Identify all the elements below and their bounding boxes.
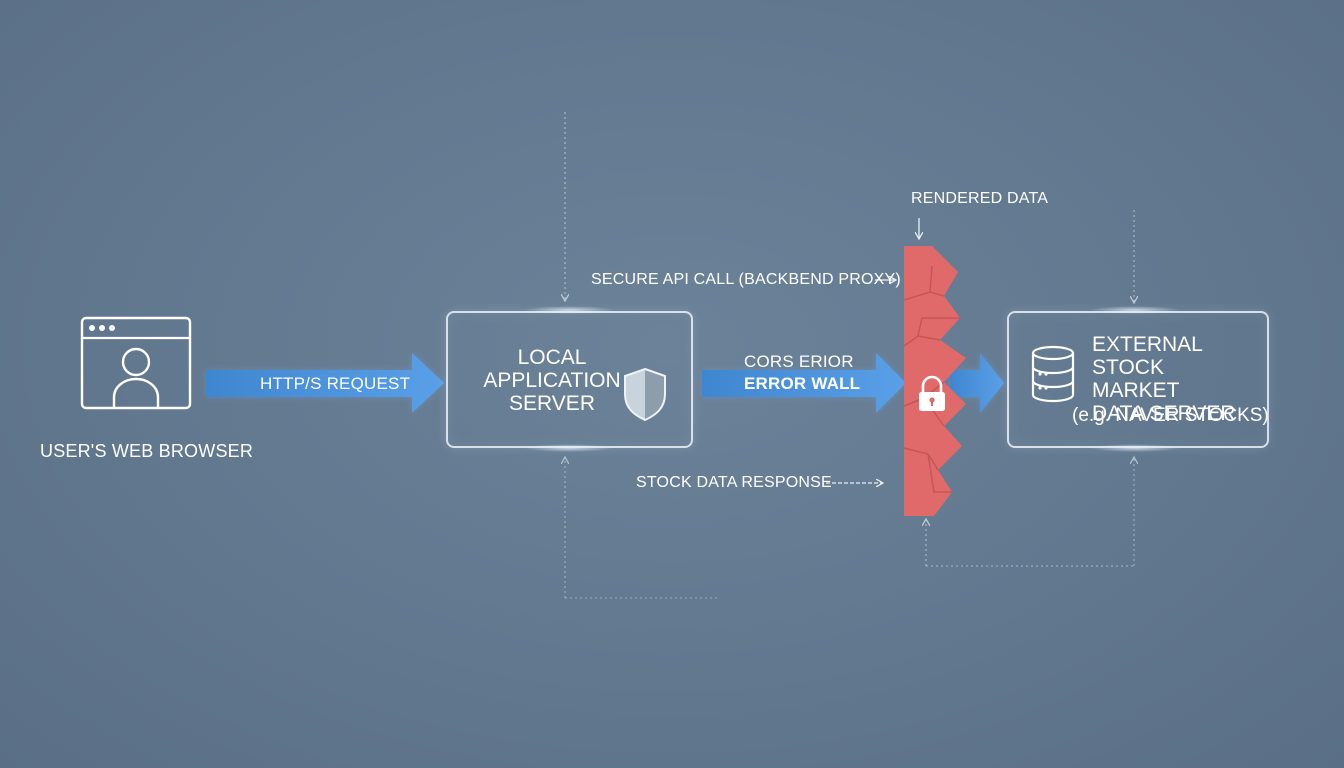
http-request-arrow	[206, 353, 444, 413]
external-server-bottom-glow	[1090, 444, 1180, 452]
browser-label: USER'S WEB BROWSER	[40, 441, 254, 461]
local-server-title-line-3: SERVER	[509, 392, 595, 415]
local-application-server-box	[446, 311, 693, 448]
external-server-title-line-1: EXTERNAL	[1092, 333, 1203, 356]
local-server-bottom-glow	[524, 444, 614, 452]
lock-icon	[919, 375, 945, 411]
external-server-title-line-2: STOCK MARKET	[1092, 356, 1180, 402]
cors-label-line-1: CORS ERIOR	[744, 352, 854, 371]
cors-arrow	[702, 353, 906, 413]
external-data-server-box	[1007, 311, 1269, 448]
cors-label-line-2: ERROR WALL	[744, 374, 861, 393]
external-server-title-line-3: DATA SERVER	[1092, 402, 1236, 425]
local-server-title-line-1: LOCAL	[517, 346, 587, 369]
local-server-title: LOCAL APPLICATION SERVER	[482, 346, 622, 415]
external-server-title: EXTERNAL STOCK MARKET DATA SERVER	[1092, 333, 1252, 425]
rendered-data-label: RENDERED DATA	[911, 190, 1049, 207]
external-server-subtitle: (e.g. NAVER STOCKS)	[1072, 405, 1269, 426]
local-server-top-glow	[524, 306, 614, 314]
local-server-title-line-2: APPLICATION	[483, 369, 621, 392]
http-request-label: HTTP/S REQUEST	[260, 374, 411, 393]
wall-to-external-arrow	[950, 353, 1004, 413]
stock-data-response-label: STOCK DATA RESPONSE	[636, 474, 832, 491]
external-server-top-glow	[1090, 306, 1180, 314]
secure-api-call-label: SECURE API CALL (BACKBEND PROXY)	[591, 271, 901, 288]
